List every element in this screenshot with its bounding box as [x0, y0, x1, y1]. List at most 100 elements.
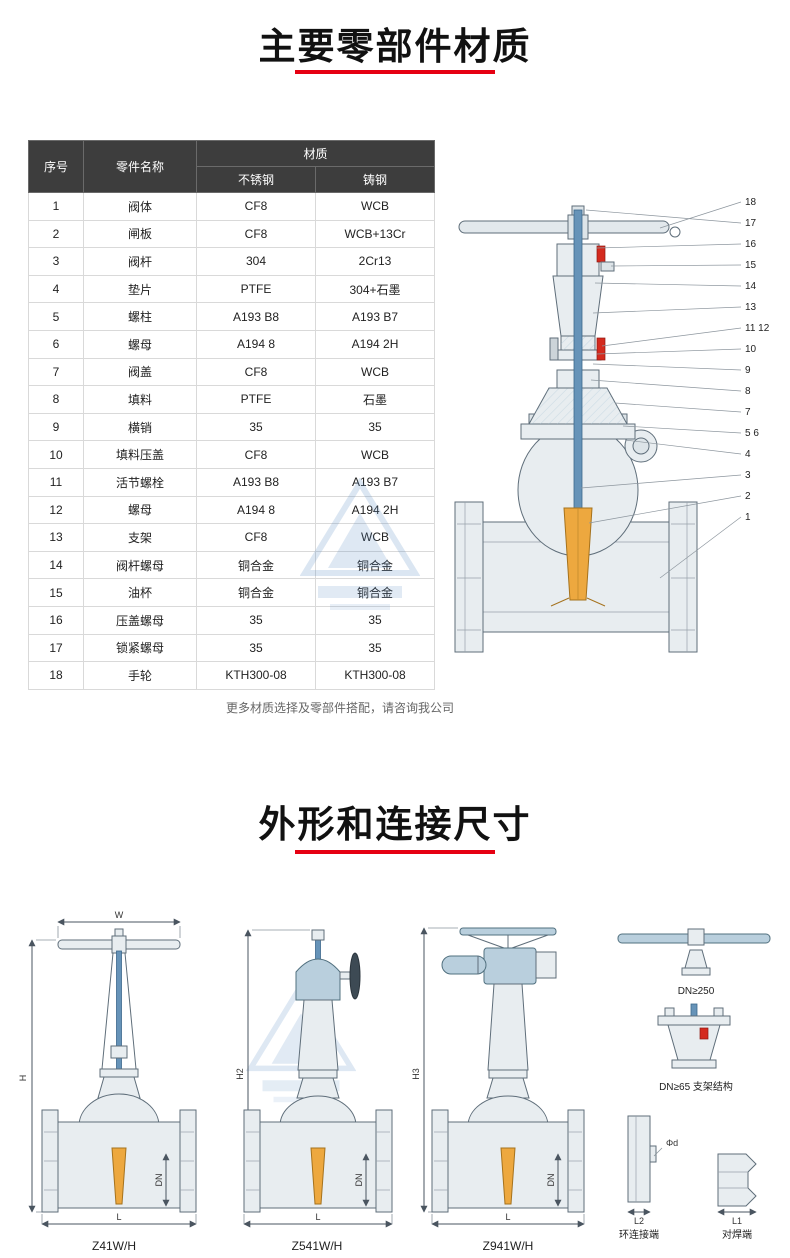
- svg-text:W: W: [115, 910, 124, 920]
- cell-stainless: KTH300-08: [196, 661, 316, 690]
- dimension-w: W: [57, 910, 181, 938]
- cell-stainless: CF8: [196, 440, 316, 469]
- cell-stainless: CF8: [196, 219, 316, 249]
- drawing-details: DN≥250 DN≥65 支架结构 Φd L2 环连接端: [610, 906, 788, 1244]
- cell-cast: KTH300-08: [314, 661, 436, 690]
- svg-text:H3: H3: [411, 1068, 421, 1080]
- cell-part: 手轮: [83, 661, 197, 690]
- table-row: 2 闸板 CF8 WCB+13Cr: [28, 219, 436, 249]
- cell-stainless: A194 8: [196, 495, 316, 525]
- svg-text:11 12: 11 12: [745, 323, 770, 334]
- electric-actuator: [483, 947, 537, 985]
- cell-part: 填料压盖: [83, 440, 197, 469]
- cell-part: 支架: [83, 523, 197, 552]
- svg-text:17: 17: [745, 218, 757, 229]
- table-row: 17 锁紧螺母 35 35: [28, 633, 436, 663]
- svg-text:7: 7: [745, 407, 751, 418]
- svg-text:8: 8: [745, 386, 751, 397]
- handwheel-detail: [617, 928, 771, 976]
- col-header-stainless: 不锈钢: [196, 166, 316, 193]
- cell-part: 闸板: [83, 219, 197, 249]
- col-header-material: 材质: [195, 140, 436, 167]
- eyebolt-red: [596, 337, 606, 361]
- cell-cast: 35: [314, 633, 436, 663]
- cell-cast: WCB: [314, 357, 436, 387]
- cell-no: 2: [28, 219, 84, 249]
- svg-text:DN: DN: [354, 1174, 364, 1187]
- materials-table: 序号 零件名称 材质 不锈钢 铸钢 1 阀体 CF8 WCB 2 闸板 CF8 …: [28, 140, 436, 690]
- gland-bolt-red: [596, 245, 606, 263]
- table-row: 14 阀杆螺母 铜合金 铜合金: [28, 550, 436, 580]
- bevel-gear-housing: [295, 958, 341, 1001]
- cell-stainless: PTFE: [196, 385, 316, 414]
- dimension-dn: DN: [546, 1153, 562, 1207]
- svg-text:1: 1: [745, 512, 751, 523]
- cell-no: 9: [28, 412, 84, 442]
- cell-no: 13: [28, 523, 84, 552]
- phi-d-label: Φd: [666, 1138, 678, 1148]
- table-row: 12 螺母 A194 8 A194 2H: [28, 495, 436, 525]
- dimension-dn: DN: [354, 1153, 370, 1207]
- cell-part: 阀杆螺母: [83, 550, 197, 580]
- table-row: 18 手轮 KTH300-08 KTH300-08: [28, 661, 436, 690]
- svg-text:DN: DN: [154, 1174, 164, 1187]
- drawing-z541: H2: [232, 906, 402, 1253]
- cell-cast: 铜合金: [314, 578, 436, 607]
- cell-stainless: A193 B8: [196, 467, 316, 497]
- cell-part: 油杯: [83, 578, 197, 607]
- svg-text:L: L: [505, 1212, 510, 1222]
- cell-no: 3: [28, 247, 84, 276]
- cell-no: 10: [28, 440, 84, 469]
- svg-text:2: 2: [745, 491, 751, 502]
- cell-part: 锁紧螺母: [83, 633, 197, 663]
- svg-text:3: 3: [745, 470, 751, 481]
- cell-cast: A193 B7: [314, 302, 436, 331]
- cell-cast: WCB+13Cr: [314, 219, 436, 249]
- cell-cast: A194 2H: [314, 495, 436, 525]
- table-row: 11 活节螺栓 A193 B8 A193 B7: [28, 467, 436, 497]
- svg-text:H2: H2: [235, 1068, 245, 1080]
- svg-text:14: 14: [745, 281, 757, 292]
- table-row: 8 填料 PTFE 石墨: [28, 385, 436, 414]
- cell-cast: A194 2H: [314, 329, 436, 359]
- cell-part: 螺母: [83, 495, 197, 525]
- valve-z941-drawing: [431, 927, 585, 1213]
- table-row: 7 阀盖 CF8 WCB: [28, 357, 436, 387]
- valve-z541-drawing: [243, 929, 393, 1213]
- cell-part: 横销: [83, 412, 197, 442]
- cell-stainless: 铜合金: [196, 550, 316, 580]
- oil-cup: [600, 261, 615, 272]
- bracket-detail-label: DN≥65 支架结构: [659, 1080, 733, 1093]
- cell-part: 垫片: [83, 274, 197, 304]
- butt-weld-end-detail: L1: [717, 1153, 757, 1226]
- cell-no: 15: [28, 578, 84, 607]
- cell-stainless: CF8: [196, 357, 316, 387]
- handwheel: [458, 220, 670, 234]
- drawing-z541-label: Z541W/H: [291, 1239, 343, 1253]
- side-handwheel: [349, 952, 361, 1000]
- svg-text:L: L: [315, 1212, 320, 1222]
- cell-part: 填料: [83, 385, 197, 414]
- col-header-part: 零件名称: [83, 140, 197, 193]
- materials-table-body: 1 阀体 CF8 WCB 2 闸板 CF8 WCB+13Cr 3 阀杆 304 …: [28, 192, 436, 690]
- svg-text:L: L: [116, 1212, 121, 1222]
- svg-text:4: 4: [745, 449, 751, 460]
- cell-no: 16: [28, 605, 84, 635]
- cell-stainless: A193 B8: [196, 302, 316, 331]
- valve-stem: [573, 209, 583, 537]
- svg-text:10: 10: [745, 344, 757, 355]
- cell-part: 螺柱: [83, 302, 197, 331]
- materials-table-header: 序号 零件名称 材质 不锈钢 铸钢: [28, 140, 436, 193]
- actuator-handwheel: [459, 927, 557, 936]
- drawing-z941-label: Z941W/H: [482, 1239, 534, 1253]
- drawing-z41-label: Z41W/H: [91, 1239, 136, 1253]
- cell-part: 活节螺栓: [83, 467, 197, 497]
- table-row: 4 垫片 PTFE 304+石墨: [28, 274, 436, 304]
- dimension-dn: DN: [154, 1153, 170, 1207]
- cell-no: 7: [28, 357, 84, 387]
- callout-leader-lines: [580, 201, 742, 579]
- svg-text:15: 15: [745, 260, 757, 271]
- title-underline: [295, 70, 495, 74]
- cell-stainless: CF8: [196, 523, 316, 552]
